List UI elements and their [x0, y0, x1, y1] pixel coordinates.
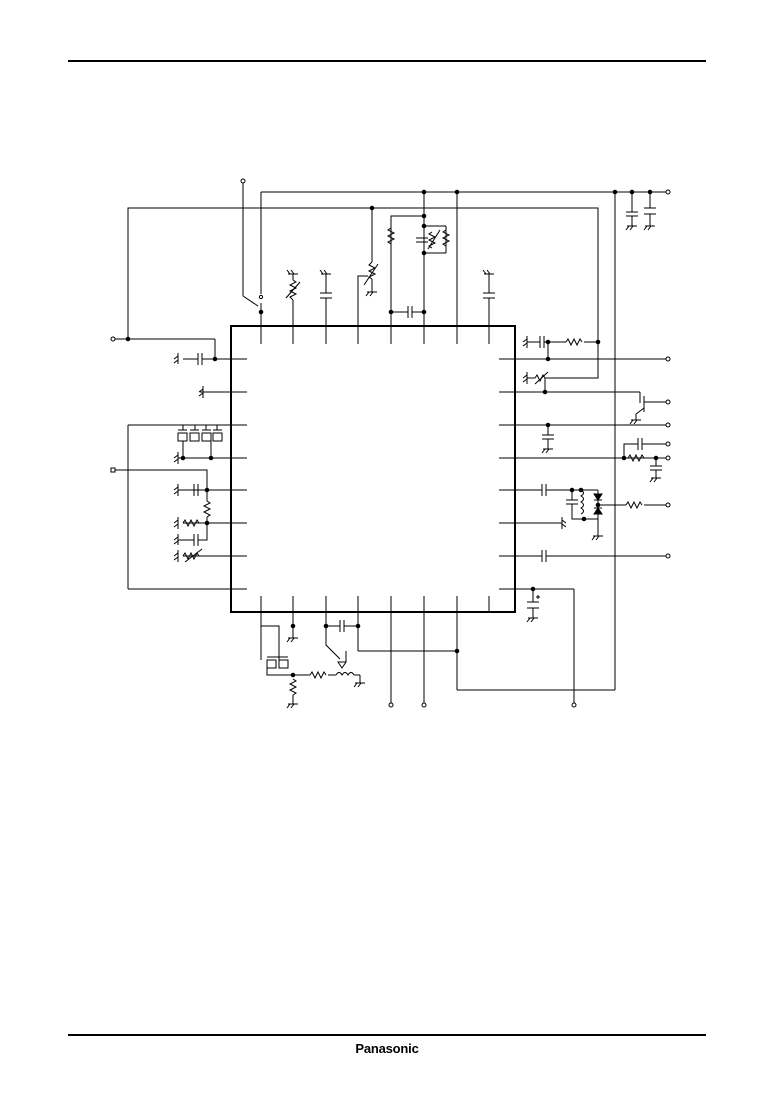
- top-pins: [260, 192, 490, 344]
- left-pins: [128, 358, 247, 590]
- bottom-outputs: [388, 689, 615, 708]
- right-pins: [499, 358, 668, 590]
- bottom-pins: [260, 596, 490, 703]
- ground: [198, 386, 215, 398]
- variable-resistor: [173, 548, 203, 563]
- resistor: [202, 490, 212, 526]
- supply-rail: [261, 189, 671, 690]
- crystal: [127, 425, 223, 589]
- variable-resistor: [522, 371, 549, 395]
- footer-rule: [68, 1034, 706, 1036]
- ground: [561, 517, 567, 529]
- capacitor: [319, 269, 332, 299]
- ic-body: [230, 325, 516, 613]
- crystal: [261, 625, 308, 709]
- filter-network: [386, 192, 451, 318]
- switch: [240, 178, 264, 315]
- feedback-loop: [110, 207, 599, 379]
- lc-network: [308, 620, 460, 688]
- ground: [173, 452, 183, 464]
- rc-network: [522, 336, 671, 362]
- capacitor: [286, 623, 298, 643]
- capacitor: [173, 523, 208, 546]
- brand-logo: Panasonic: [355, 1041, 419, 1056]
- capacitor: [173, 484, 207, 496]
- capacitor: [482, 269, 495, 299]
- capacitor: [173, 353, 215, 365]
- variable-resistor: [357, 205, 379, 297]
- header-rule: [68, 60, 706, 62]
- capacitor: [541, 550, 671, 562]
- capacitor: [541, 422, 671, 454]
- detector-network: [541, 484, 671, 541]
- electrolytic-capacitor: [526, 586, 577, 708]
- resistor: [173, 517, 200, 529]
- rc-output: [621, 438, 671, 483]
- variable-resistor: [285, 269, 301, 301]
- transistor: [629, 392, 671, 425]
